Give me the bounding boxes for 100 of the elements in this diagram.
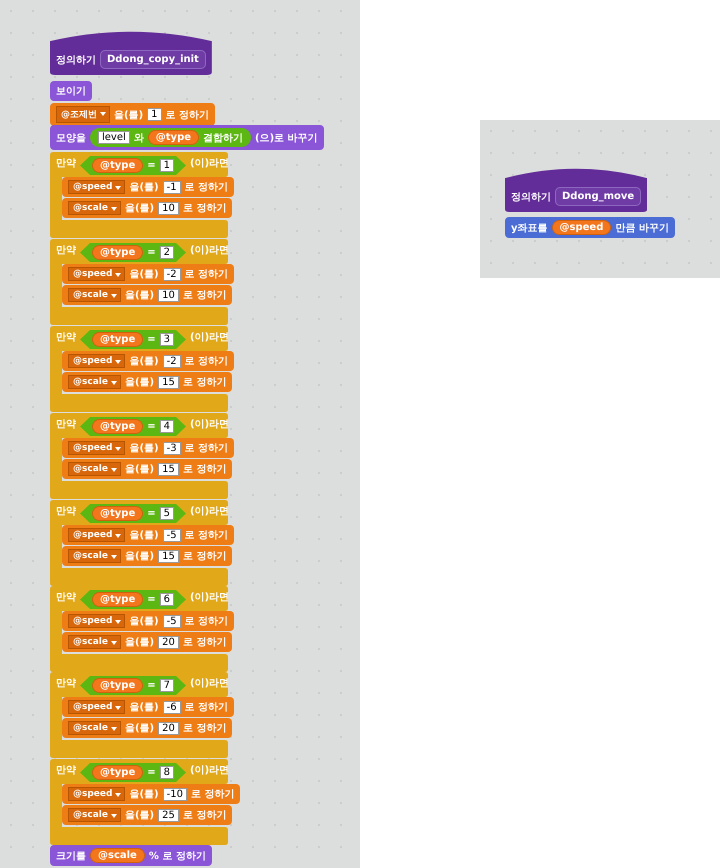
block-label: 만약	[56, 418, 76, 431]
set-variable-block	[62, 697, 234, 717]
value-input: 10	[158, 202, 179, 214]
block-label: (이)라면	[190, 505, 230, 518]
value-input: -5	[162, 528, 181, 542]
block-label: 로 정하기	[182, 550, 226, 563]
block-label: (이)라면	[190, 331, 230, 344]
block-label: =	[147, 334, 156, 345]
block-label: 로 정하기	[190, 788, 234, 801]
block-label: 을(를)	[124, 202, 154, 215]
block-label: y좌표를	[511, 222, 548, 234]
block-label: 만약	[56, 591, 76, 604]
variable-dropdown: @scale	[68, 462, 121, 476]
variable-reporter: @type	[92, 245, 144, 260]
variable-reporter: @type	[92, 678, 144, 693]
value-input: -2	[162, 268, 181, 280]
block-label: 로 정하기	[182, 809, 226, 822]
block-label: 결합하기	[203, 132, 244, 144]
value-input: 2	[160, 246, 174, 259]
set-variable-block	[50, 103, 215, 126]
block-label: 을(를)	[129, 181, 159, 194]
block-label: (이)라면	[190, 591, 230, 604]
block-label: =	[147, 247, 156, 258]
block-label: 을(를)	[124, 722, 154, 735]
block-label: 로 정하기	[184, 529, 228, 542]
block-label: =	[147, 594, 156, 605]
block-label: 을(를)	[124, 550, 154, 563]
value-input: -10	[162, 788, 187, 800]
set-variable-block	[62, 264, 234, 284]
value-input: -6	[162, 700, 181, 714]
block-label: 크기를	[56, 850, 86, 862]
looks-block	[50, 845, 212, 866]
set-variable-block	[62, 525, 234, 545]
block-label: 을(를)	[124, 289, 154, 302]
block-label: 모양을	[56, 132, 86, 144]
block-label: 만약	[56, 505, 76, 518]
variable-dropdown: @speed	[68, 614, 126, 628]
set-variable-block	[62, 805, 232, 825]
variable-dropdown: @scale	[68, 201, 121, 215]
block-label: % 로 정하기	[148, 850, 206, 862]
variable-dropdown: @speed	[68, 267, 126, 281]
block-label: =	[147, 421, 156, 432]
block-label: 로 정하기	[184, 615, 228, 628]
variable-dropdown: @speed	[68, 441, 126, 455]
block-label: 로 정하기	[184, 355, 228, 368]
value-input: level	[98, 131, 130, 144]
variable-dropdown: @speed	[68, 787, 126, 801]
set-variable-block	[62, 784, 240, 804]
variable-dropdown: @scale	[68, 375, 121, 389]
block-label: (이)라면	[190, 157, 230, 170]
block-label: 만큼 바꾸기	[615, 222, 669, 234]
block-label: 을(를)	[129, 615, 159, 628]
value-input: 6	[160, 593, 174, 606]
block-label: =	[147, 767, 156, 778]
block-label: 로 정하기	[166, 108, 209, 122]
value-input: -2	[162, 354, 181, 368]
block-label: (으)로 바꾸기	[255, 132, 318, 144]
set-variable-block	[62, 632, 232, 652]
block-label: 만약	[56, 331, 76, 344]
block-label: 로 정하기	[182, 376, 226, 389]
block-label: 을(를)	[129, 788, 159, 801]
value-input: 20	[158, 722, 179, 734]
looks-block	[50, 125, 324, 150]
value-input: -1	[162, 180, 181, 194]
variable-dropdown: @scale	[68, 808, 121, 822]
block-label: =	[147, 508, 156, 519]
value-input: 10	[158, 288, 179, 302]
block-label: 을(를)	[129, 529, 159, 542]
block-label: 을(를)	[129, 442, 159, 455]
value-input: 3	[160, 333, 174, 346]
set-variable-block	[62, 611, 234, 631]
block-label: (이)라면	[190, 418, 230, 431]
value-input: -3	[162, 442, 181, 454]
set-variable-block	[62, 718, 232, 738]
value-input: 15	[158, 550, 179, 562]
variable-dropdown: @조제번	[56, 106, 110, 123]
motion-block	[505, 217, 675, 238]
block-label: 로 정하기	[184, 181, 228, 194]
variable-reporter: @type	[92, 506, 144, 521]
block-label: 을(를)	[124, 376, 154, 389]
block-name-field: Ddong_copy_init	[100, 50, 206, 69]
block-label: =	[147, 160, 156, 171]
block-label: (이)라면	[190, 764, 230, 777]
value-input: 1	[160, 159, 174, 172]
block-label: 만약	[56, 244, 76, 257]
variable-reporter: @speed	[552, 220, 612, 235]
block-label: 을(를)	[129, 268, 159, 281]
variable-dropdown: @scale	[68, 288, 121, 302]
block-label: 로 정하기	[182, 722, 226, 735]
variable-dropdown: @speed	[68, 180, 126, 194]
block-label: 만약	[56, 764, 76, 777]
block-label: 로 정하기	[182, 202, 226, 215]
block-label: 로 정하기	[184, 442, 228, 455]
value-input: -5	[162, 614, 181, 628]
block-label: 만약	[56, 677, 76, 690]
block-label: 을(를)	[129, 701, 159, 714]
value-input: 7	[160, 679, 174, 692]
value-input: 15	[158, 462, 179, 476]
set-variable-block	[62, 351, 234, 371]
variable-reporter: @type	[92, 332, 144, 347]
